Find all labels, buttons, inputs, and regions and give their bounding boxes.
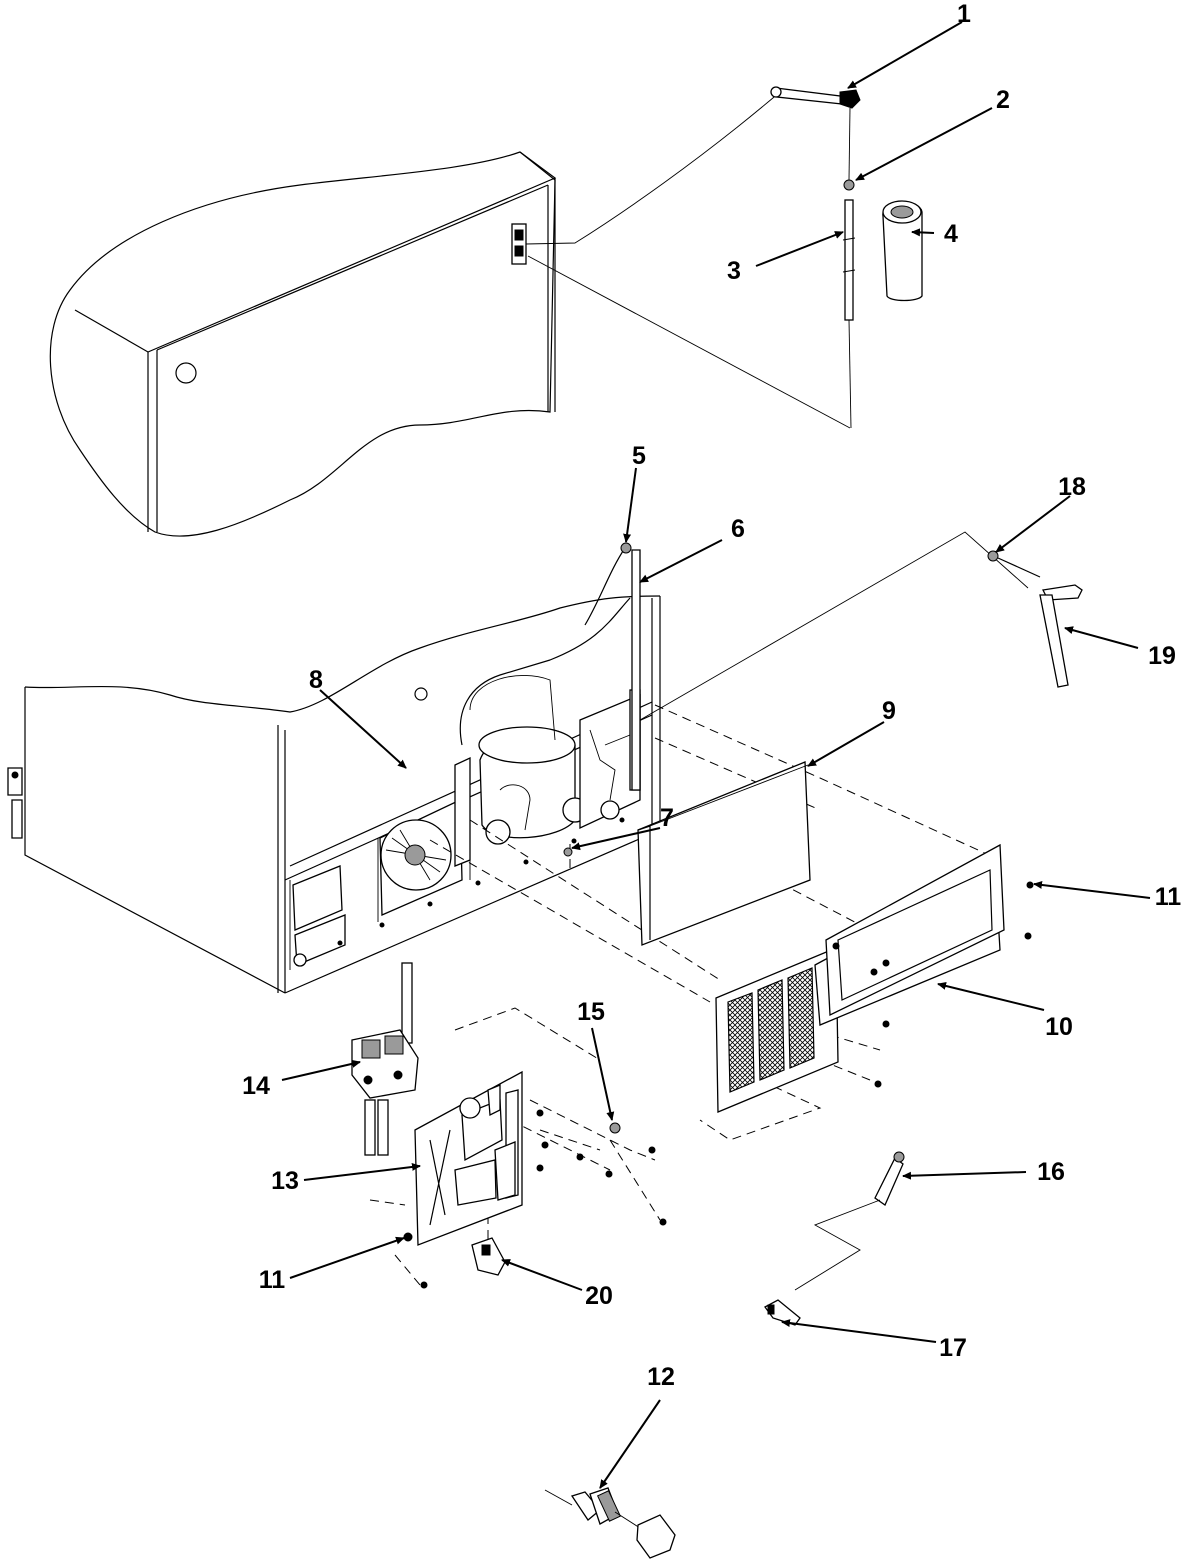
callout-8: 8 [309, 666, 323, 694]
valve-bracket [403, 1070, 667, 1289]
callout-labels: 1 2 3 4 5 6 7 8 9 10 11 11 12 13 14 15 1… [242, 0, 1181, 1391]
part-16-17 [764, 1151, 905, 1326]
callout-17: 17 [939, 1334, 967, 1362]
insulation-tube [882, 200, 923, 302]
callout-11-lower: 11 [259, 1266, 286, 1294]
fitting-12 [544, 1487, 676, 1559]
callout-18: 18 [1058, 473, 1086, 501]
callout-1: 1 [957, 0, 971, 28]
callout-7: 7 [660, 804, 674, 832]
lower-cabinet [7, 595, 661, 994]
upper-cabinet [49, 91, 851, 537]
water-valve [351, 962, 419, 1156]
callout-6: 6 [731, 515, 745, 543]
callout-14: 14 [242, 1072, 270, 1100]
leader-lines [281, 21, 1151, 1489]
callout-15: 15 [577, 998, 605, 1026]
callout-16: 16 [1037, 1158, 1065, 1186]
rear-grille [715, 843, 1034, 1113]
callout-20: 20 [585, 1282, 613, 1310]
callout-11-upper: 11 [1155, 883, 1182, 911]
callout-13: 13 [271, 1167, 299, 1195]
water-tube-assembly [987, 550, 1083, 688]
callout-12: 12 [647, 1363, 675, 1391]
callout-2: 2 [996, 86, 1010, 114]
clip-20 [471, 1237, 506, 1276]
callout-10: 10 [1045, 1013, 1073, 1041]
callout-3: 3 [727, 257, 741, 285]
access-panel [637, 761, 811, 946]
callout-4: 4 [944, 220, 958, 248]
callout-5: 5 [632, 442, 646, 470]
drain-tube [584, 542, 641, 791]
callout-9: 9 [882, 697, 896, 725]
callout-19: 19 [1148, 642, 1176, 670]
screw-7 [563, 847, 573, 857]
thermostat-capillary-assembly [770, 86, 861, 429]
